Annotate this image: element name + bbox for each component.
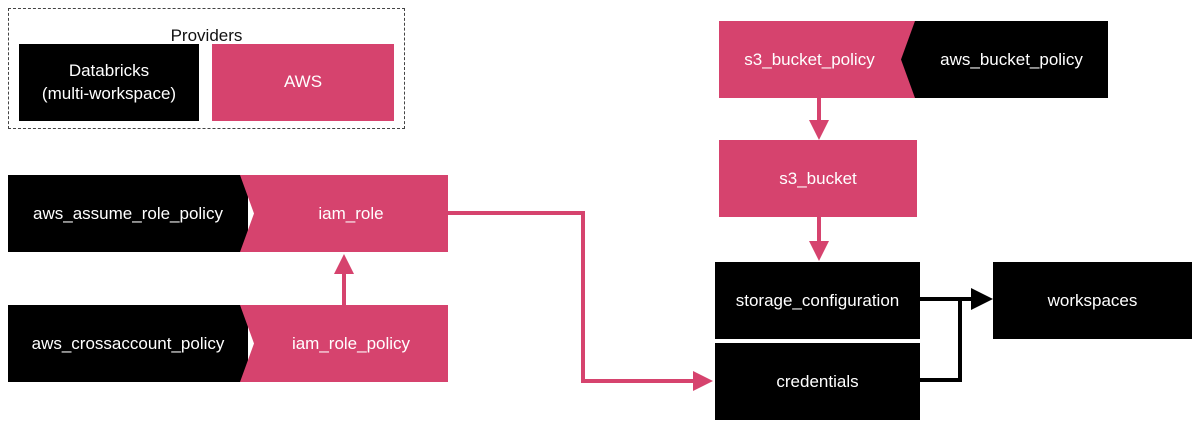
aws-crossaccount-policy-shape [8, 305, 248, 382]
arrowhead-storage-configuration [809, 241, 829, 261]
s3-bucket-policy-label: s3_bucket_policy [744, 49, 875, 69]
iam-role-policy-label: iam_role_policy [291, 333, 411, 353]
providers-legend: Providers Databricks (multi-workspace) A… [8, 8, 405, 129]
aws-assume-role-policy-shape [8, 175, 248, 252]
workspaces-label: workspaces [1047, 290, 1138, 310]
arrow-credentials-to-workspaces [920, 299, 962, 382]
credentials-shape [715, 343, 920, 420]
workspaces-shape [993, 262, 1192, 339]
arrowhead-iam-role [334, 254, 354, 274]
s3-bucket-label: s3_bucket [779, 168, 857, 188]
arrow-iam-role-to-credentials [448, 211, 694, 383]
iam-role-label: iam_role [318, 203, 384, 223]
iam-role-policy-shape [240, 305, 448, 382]
iam-role-shape [240, 175, 448, 252]
storage-configuration-label: storage_configuration [735, 290, 900, 310]
legend-databricks: Databricks (multi-workspace) [19, 44, 199, 121]
arrowhead-workspaces [971, 288, 993, 310]
aws-bucket-policy-label: aws_bucket_policy [940, 49, 1083, 69]
aws-crossaccount-policy-label: aws_crossaccount_policy [31, 333, 225, 353]
arrowhead-credentials [693, 371, 713, 391]
s3-bucket-policy-shape [719, 21, 915, 98]
aws-assume-role-policy-label: aws_assume_role_policy [33, 203, 223, 223]
legend-title: Providers [170, 26, 243, 45]
storage-configuration-shape [715, 262, 920, 339]
legend-aws: AWS [212, 44, 394, 121]
credentials-label: credentials [776, 371, 859, 391]
s3-bucket-shape [719, 140, 917, 217]
arrowhead-s3-bucket [809, 120, 829, 140]
aws-bucket-policy-shape [901, 21, 1108, 98]
